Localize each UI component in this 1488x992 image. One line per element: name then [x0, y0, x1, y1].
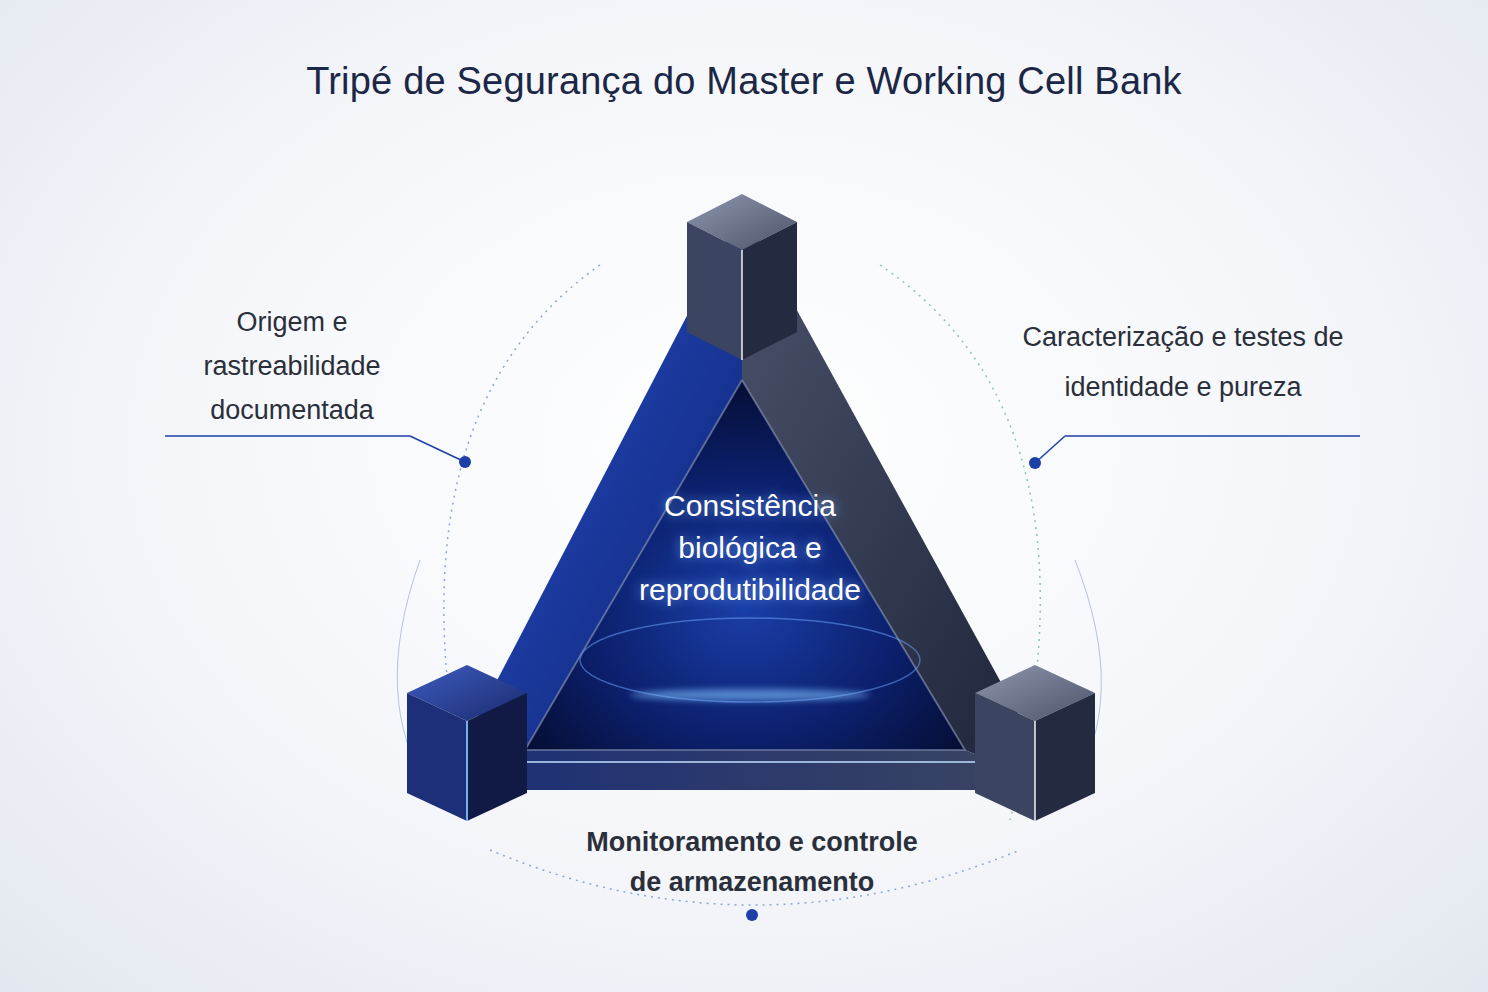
glow-line	[518, 761, 985, 763]
cube-face	[407, 693, 467, 821]
callout-label: Caracterização e testes de identidade e …	[1013, 312, 1353, 412]
cube-edge	[1034, 721, 1036, 821]
node-label: Consistência biológica e reprodutibilida…	[630, 485, 870, 611]
leader-line	[410, 436, 465, 462]
frame-face	[440, 750, 1060, 790]
bevel-line	[525, 380, 965, 750]
cube-edge	[466, 721, 468, 821]
triangle-node: Consistência biológica e reprodutibilida…	[400, 190, 1110, 830]
glow-ring	[580, 618, 920, 702]
cube-face	[687, 222, 742, 360]
cube	[687, 194, 797, 360]
callout-label: Monitoramento e controle de armazenament…	[577, 822, 927, 902]
callout-dot	[459, 456, 471, 468]
inner-triangle	[525, 380, 965, 750]
glow-spot	[630, 689, 870, 701]
cube-face	[742, 222, 797, 360]
cube-face	[975, 693, 1035, 821]
leader-line	[580, 914, 940, 916]
callout-dot	[1029, 457, 1041, 469]
glow-line	[518, 760, 985, 764]
leader-line	[165, 435, 410, 437]
cube-face	[467, 693, 527, 821]
cube-face	[1035, 693, 1095, 821]
cube	[975, 665, 1095, 821]
cube-edge	[741, 250, 743, 360]
diagram-title: Tripé de Segurança do Master e Working C…	[144, 60, 1344, 103]
title-rule	[250, 122, 1240, 124]
leader-line	[1065, 435, 1360, 437]
callout-dot	[746, 909, 758, 921]
leader-line	[1035, 436, 1065, 463]
callout-label: Origem e rastreabilidade documentada	[152, 300, 432, 432]
cube	[407, 665, 527, 821]
